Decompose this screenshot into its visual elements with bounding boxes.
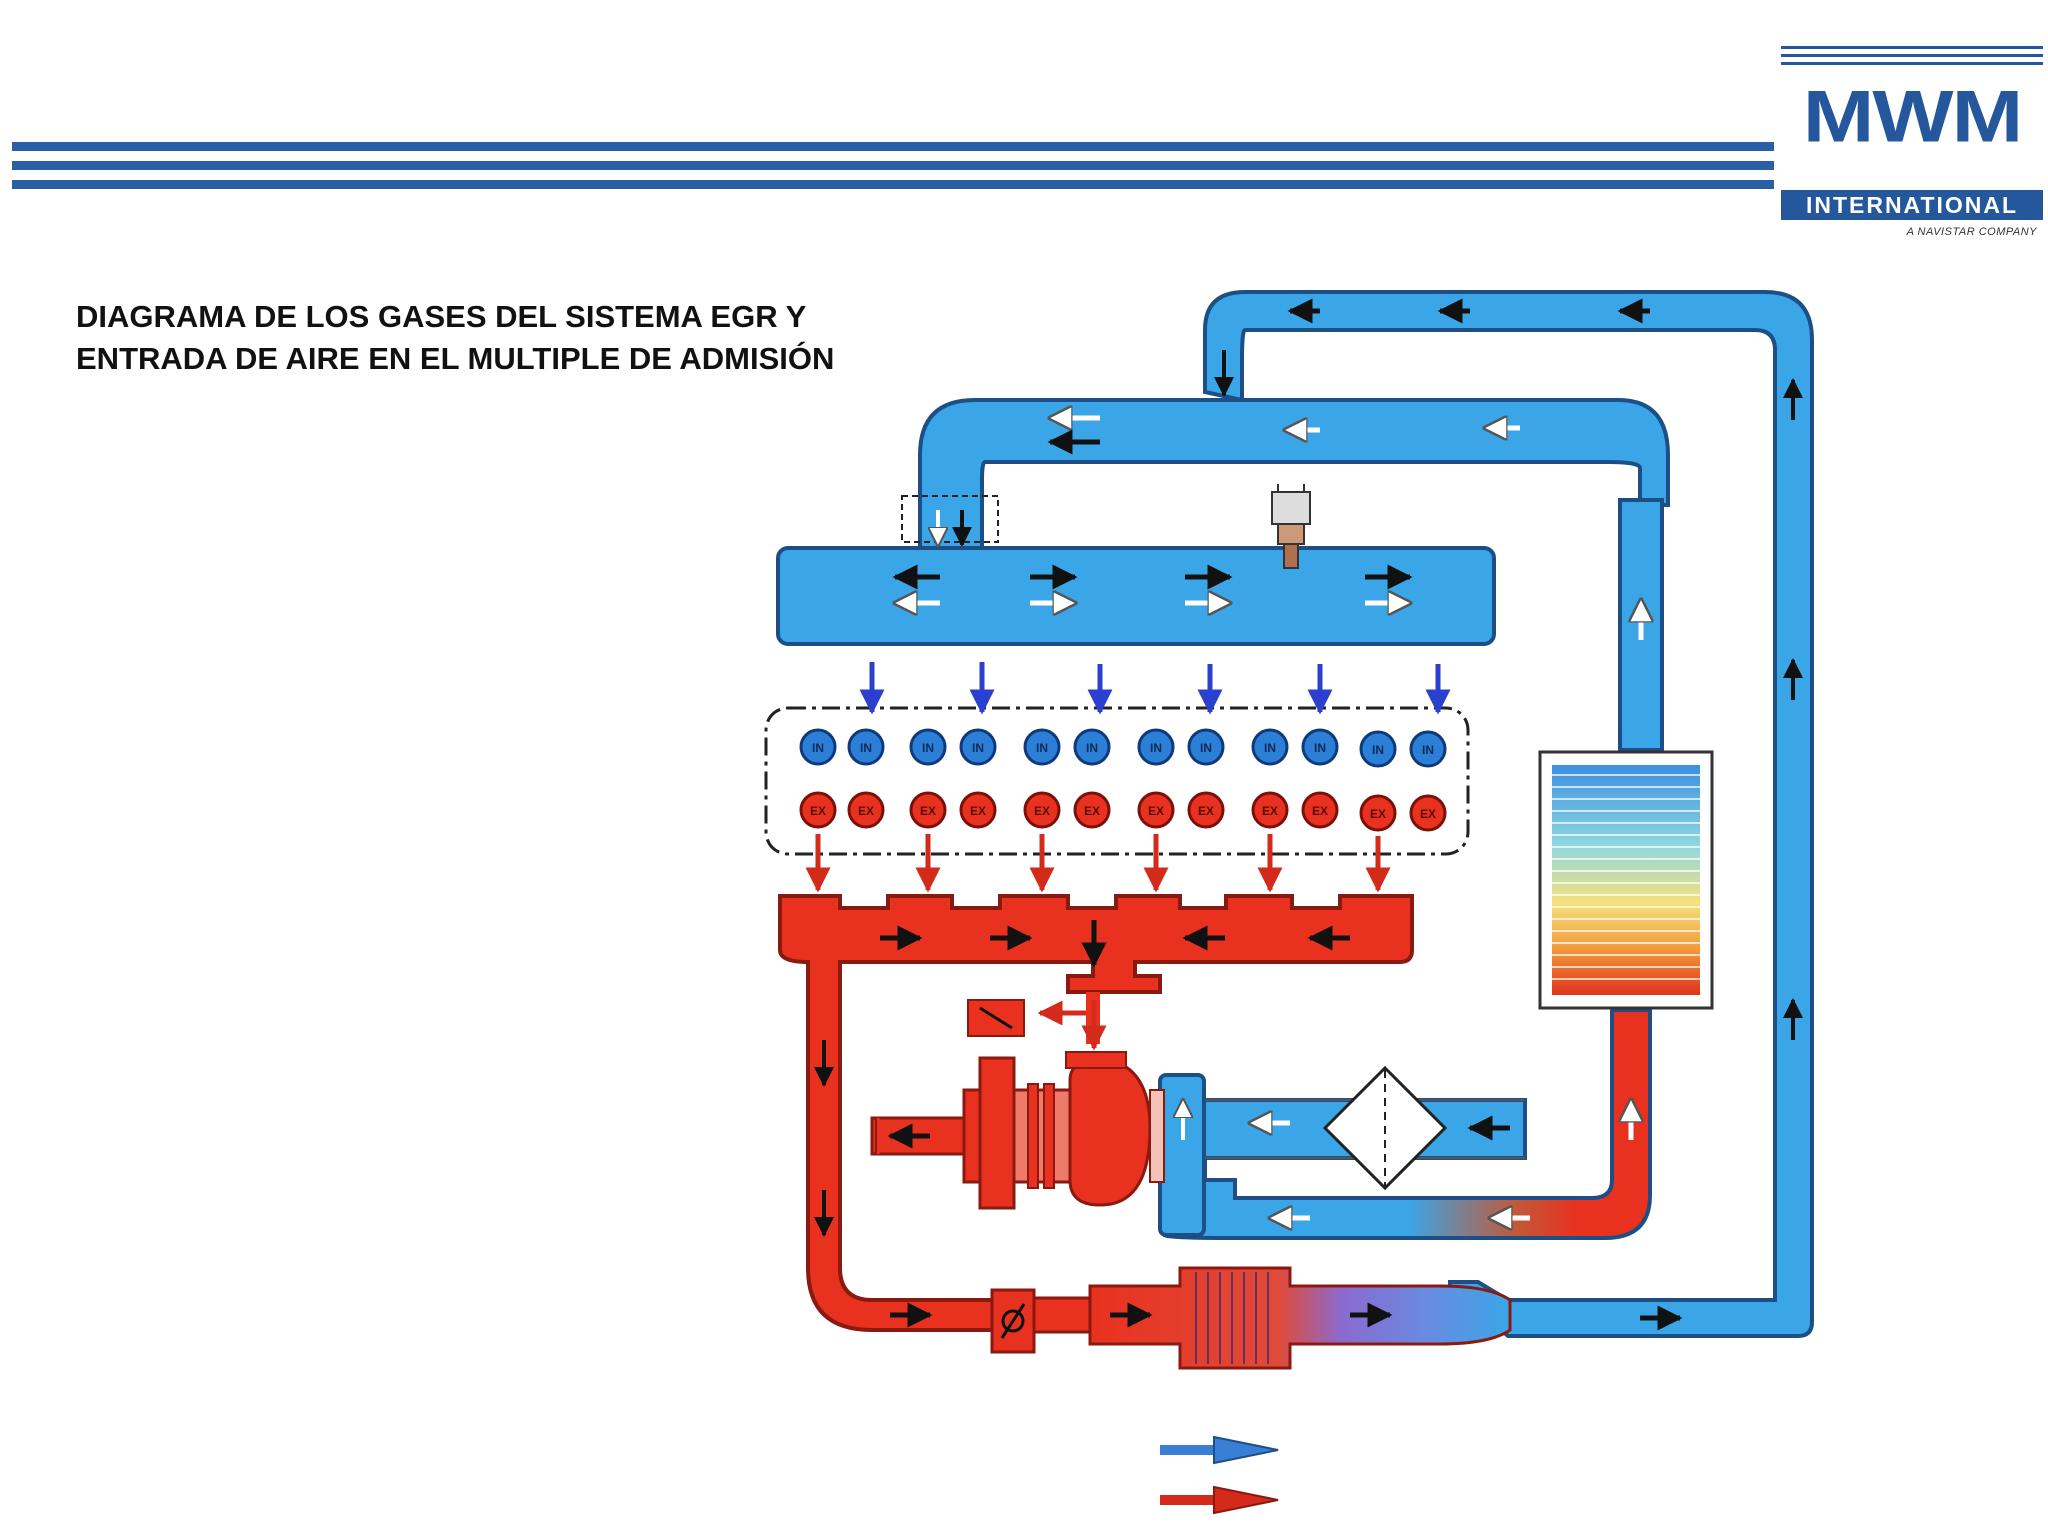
upper-air-pipe: [918, 398, 1670, 550]
svg-text:IN: IN: [1086, 741, 1098, 755]
svg-text:IN: IN: [1372, 743, 1384, 757]
exhaust-valve: EX: [799, 791, 837, 829]
svg-text:IN: IN: [1036, 741, 1048, 755]
intake-throttle-outline: [901, 495, 999, 543]
exhaust-valve: EX: [1301, 791, 1339, 829]
svg-text:EX: EX: [1312, 804, 1328, 818]
intake-manifold: [776, 546, 1496, 646]
compressor-wheel-housing: [1068, 1058, 1152, 1207]
compressor-cover: [1158, 1073, 1206, 1237]
logo-tagline: A NAVISTAR COMPANY: [1906, 226, 2037, 238]
intake-valve: IN: [1251, 728, 1289, 766]
aftertreatment-body: [1088, 1266, 1512, 1370]
intake-valves: IN IN IN IN IN IN IN IN IN IN IN IN: [799, 728, 1447, 768]
legend: [1160, 1435, 1279, 1515]
exhaust-valve: EX: [1137, 791, 1175, 829]
intake-valve: IN: [1187, 728, 1225, 766]
exhaust-valve: EX: [1251, 791, 1289, 829]
intake-valve: IN: [1359, 730, 1397, 768]
svg-text:EX: EX: [970, 804, 986, 818]
svg-text:IN: IN: [1150, 741, 1162, 755]
intake-valve: IN: [959, 728, 997, 766]
intake-valve: IN: [1023, 728, 1061, 766]
header-stripe: [12, 142, 1774, 151]
intake-valve: IN: [1137, 728, 1175, 766]
logo-line: [1781, 62, 2043, 65]
svg-text:EX: EX: [1034, 804, 1050, 818]
intake-valve: IN: [799, 728, 837, 766]
logo-line: [1781, 54, 2043, 57]
logo-line: [1781, 46, 2043, 49]
title-line-1: DIAGRAMA DE LOS GASES DEL SISTEMA EGR Y: [76, 299, 807, 334]
exhaust-valve: EX: [847, 791, 885, 829]
intake-valve: IN: [1409, 730, 1447, 768]
aftertreatment-inlet: [1032, 1296, 1092, 1334]
svg-text:EX: EX: [1084, 804, 1100, 818]
cylinder-head: [764, 706, 1470, 856]
svg-text:EX: EX: [1262, 804, 1278, 818]
exhaust-valves: EX EX EX EX EX EX EX EX EX EX EX EX: [799, 791, 1447, 832]
logo-subbrand: INTERNATIONAL: [1781, 190, 2043, 220]
legend-blue-arrow: [1160, 1435, 1279, 1465]
svg-text:EX: EX: [810, 804, 826, 818]
exhaust-valve: EX: [959, 791, 997, 829]
intake-valve: IN: [909, 728, 947, 766]
svg-text:EX: EX: [1198, 804, 1214, 818]
svg-text:IN: IN: [922, 741, 934, 755]
air-filter: [1205, 1065, 1525, 1191]
intake-valve: IN: [1073, 728, 1111, 766]
intake-valve: IN: [1301, 728, 1339, 766]
svg-text:IN: IN: [1200, 741, 1212, 755]
header-stripe: [12, 180, 1774, 189]
svg-text:IN: IN: [1314, 741, 1326, 755]
exhaust-valve: EX: [909, 791, 947, 829]
svg-text:EX: EX: [920, 804, 936, 818]
flow-arrows: [805, 298, 1803, 1331]
svg-text:IN: IN: [972, 741, 984, 755]
intake-manifold-sensor: [1271, 484, 1311, 569]
svg-text:EX: EX: [1148, 804, 1164, 818]
outer-air-loop: [1203, 290, 1814, 1338]
svg-text:IN: IN: [1422, 743, 1434, 757]
title-line-2: ENTRADA DE AIRE EN EL MULTIPLE DE ADMISI…: [76, 341, 835, 376]
header-stripe: [12, 161, 1774, 170]
svg-text:IN: IN: [1264, 741, 1276, 755]
exhaust-valve: EX: [1073, 791, 1111, 829]
tailpipe: [875, 1118, 880, 1154]
legend-red-arrow: [1160, 1485, 1279, 1515]
exhaust-valve: EX: [1187, 791, 1225, 829]
exhaust-valve: EX: [1359, 794, 1397, 832]
svg-text:IN: IN: [812, 741, 824, 755]
mwm-international-logo: MWM INTERNATIONAL A NAVISTAR COMPANY: [1781, 46, 2043, 238]
logo-brand: MWM: [1802, 76, 2023, 158]
exhaust-valve: EX: [1409, 794, 1447, 832]
header-stripes: [12, 142, 1774, 194]
svg-text:IN: IN: [860, 741, 872, 755]
egr-cooler: [1538, 750, 1714, 1010]
svg-text:EX: EX: [1420, 807, 1436, 821]
intake-valve: IN: [847, 728, 885, 766]
mixed-egr-duct: [1163, 1008, 1652, 1240]
turbine-housing: [978, 1056, 1016, 1210]
svg-text:EX: EX: [858, 804, 874, 818]
page-title: DIAGRAMA DE LOS GASES DEL SISTEMA EGR Y …: [76, 296, 956, 380]
svg-text:EX: EX: [1370, 807, 1386, 821]
exhaust-valve: EX: [1023, 791, 1061, 829]
